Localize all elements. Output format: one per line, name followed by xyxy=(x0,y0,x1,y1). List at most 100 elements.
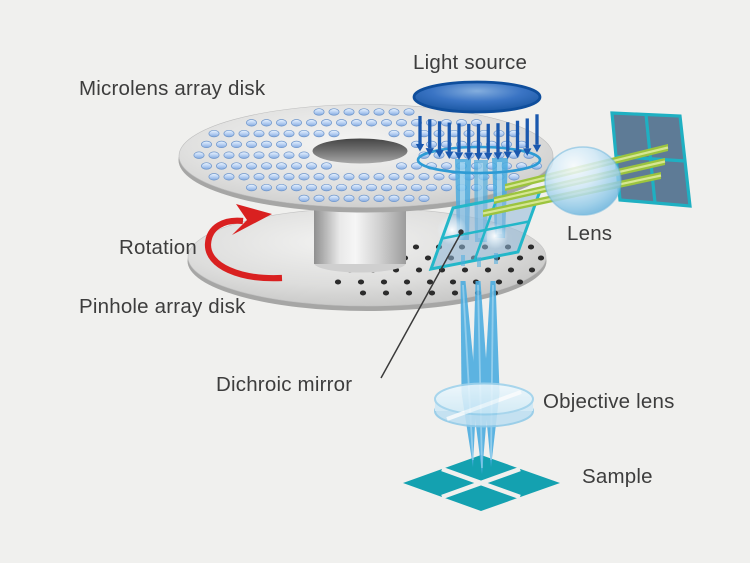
beam-highlight xyxy=(460,162,465,236)
beam-stub xyxy=(461,255,465,266)
pinhole xyxy=(412,244,420,250)
microlens xyxy=(411,183,422,192)
pinhole xyxy=(449,279,457,285)
microlens xyxy=(276,183,287,192)
light-source-disk xyxy=(412,80,542,114)
microlens xyxy=(373,173,385,181)
microlens xyxy=(381,183,392,192)
microlens xyxy=(261,119,272,127)
microlens xyxy=(388,129,400,138)
label-lens: Lens xyxy=(567,222,612,245)
label-sample: Sample xyxy=(582,465,653,488)
pointer-dot xyxy=(458,229,464,235)
microlens xyxy=(298,129,310,138)
microlens xyxy=(276,119,287,127)
microlens xyxy=(366,119,377,127)
label-microlens-array-disk: Microlens array disk xyxy=(79,77,266,100)
microlens xyxy=(313,173,325,181)
beam-stub xyxy=(494,253,498,264)
microlens xyxy=(306,183,317,192)
microlens xyxy=(313,129,325,138)
objective-lens xyxy=(434,382,534,428)
microlens xyxy=(223,173,235,181)
microlens xyxy=(358,108,370,116)
microlens xyxy=(358,173,370,181)
microlens xyxy=(373,108,385,116)
microlens xyxy=(298,194,310,203)
focus-beam-highlight xyxy=(462,284,474,461)
microlens xyxy=(388,194,400,203)
rotation-arrowhead-icon xyxy=(232,204,272,235)
microlens xyxy=(366,183,377,192)
microlens xyxy=(208,129,220,138)
microlens xyxy=(418,194,430,203)
microlens xyxy=(223,129,235,138)
sample-stage xyxy=(403,455,560,511)
microlens xyxy=(208,173,220,181)
pinhole xyxy=(415,267,423,273)
microlens xyxy=(411,162,422,170)
microlens xyxy=(328,173,340,181)
microlens xyxy=(358,194,370,203)
microlens xyxy=(283,151,295,159)
microlens xyxy=(313,108,325,116)
microlens xyxy=(298,173,310,181)
microlens xyxy=(396,119,407,127)
microlens xyxy=(418,173,430,181)
microlens xyxy=(381,119,392,127)
pinhole xyxy=(516,279,524,285)
disk-center-hole xyxy=(312,138,408,164)
relay-lens xyxy=(544,146,622,216)
pinhole xyxy=(507,267,515,273)
microlens xyxy=(261,140,272,149)
pinhole xyxy=(484,267,492,273)
microlens xyxy=(238,129,250,138)
microlens xyxy=(343,108,355,116)
pinhole xyxy=(495,279,503,285)
label-dichroic-mirror: Dichroic mirror xyxy=(216,373,352,396)
beam-stubs xyxy=(461,253,498,267)
pinhole xyxy=(428,290,436,296)
down-arrow-icon xyxy=(513,150,522,158)
down-arrow-icon xyxy=(493,152,503,160)
microlens xyxy=(328,129,340,138)
pinhole xyxy=(527,244,535,250)
microlens xyxy=(403,173,415,181)
microlens xyxy=(238,151,250,159)
microlens xyxy=(321,119,332,127)
label-light-source: Light source xyxy=(413,51,527,74)
microlens xyxy=(336,119,347,127)
microlens xyxy=(343,194,355,203)
microlens xyxy=(313,194,325,203)
microlens xyxy=(246,183,257,192)
pinhole xyxy=(403,279,411,285)
sample-gap-line xyxy=(441,466,521,500)
objective-top xyxy=(434,382,534,416)
dichroic-pointer xyxy=(380,229,464,379)
microlens xyxy=(291,162,302,170)
microlens xyxy=(291,119,302,127)
pinhole xyxy=(424,255,432,261)
microlens xyxy=(253,129,265,138)
microlens xyxy=(351,183,362,192)
microlens xyxy=(426,183,437,192)
microlens xyxy=(283,173,295,181)
focus-beam-highlight xyxy=(490,284,494,461)
pinhole xyxy=(516,255,524,261)
microlens xyxy=(208,151,220,159)
down-arrow-icon xyxy=(445,151,454,159)
microlens xyxy=(268,129,280,138)
microlens xyxy=(238,173,250,181)
microlens xyxy=(426,119,437,127)
microlens xyxy=(201,162,212,170)
pinhole xyxy=(451,290,459,296)
down-arrow-icon xyxy=(484,152,493,161)
microlens xyxy=(253,173,265,181)
microlens xyxy=(223,151,235,159)
microlens xyxy=(396,183,407,192)
rotation-arrow xyxy=(204,204,283,282)
down-arrow-icon xyxy=(454,152,464,160)
mirror-grid-line xyxy=(441,220,530,240)
microlens xyxy=(193,151,205,159)
rotation-arc xyxy=(204,217,283,282)
